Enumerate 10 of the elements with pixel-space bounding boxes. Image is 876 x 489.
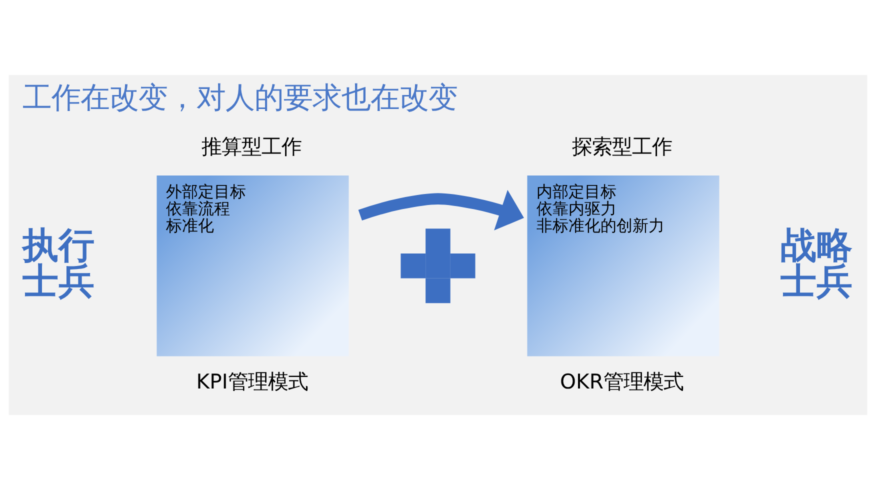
node-label: OKR管理模式	[560, 368, 684, 393]
node-label: KPI管理模式	[196, 368, 308, 393]
node-box: 外部定目标 依靠流程 标准化	[156, 175, 349, 356]
node-box: 内部定目标 依靠内驱力 非标准化的创新力	[527, 175, 720, 356]
label: 战略士兵	[780, 223, 852, 302]
diagram-title: 工作在改变，对人的要求也在改变	[22, 80, 458, 114]
label: 执行士兵	[22, 223, 94, 302]
node-label: 探索型工作	[572, 134, 672, 158]
node-label: 推算型工作	[201, 134, 302, 158]
arrow	[358, 189, 524, 230]
